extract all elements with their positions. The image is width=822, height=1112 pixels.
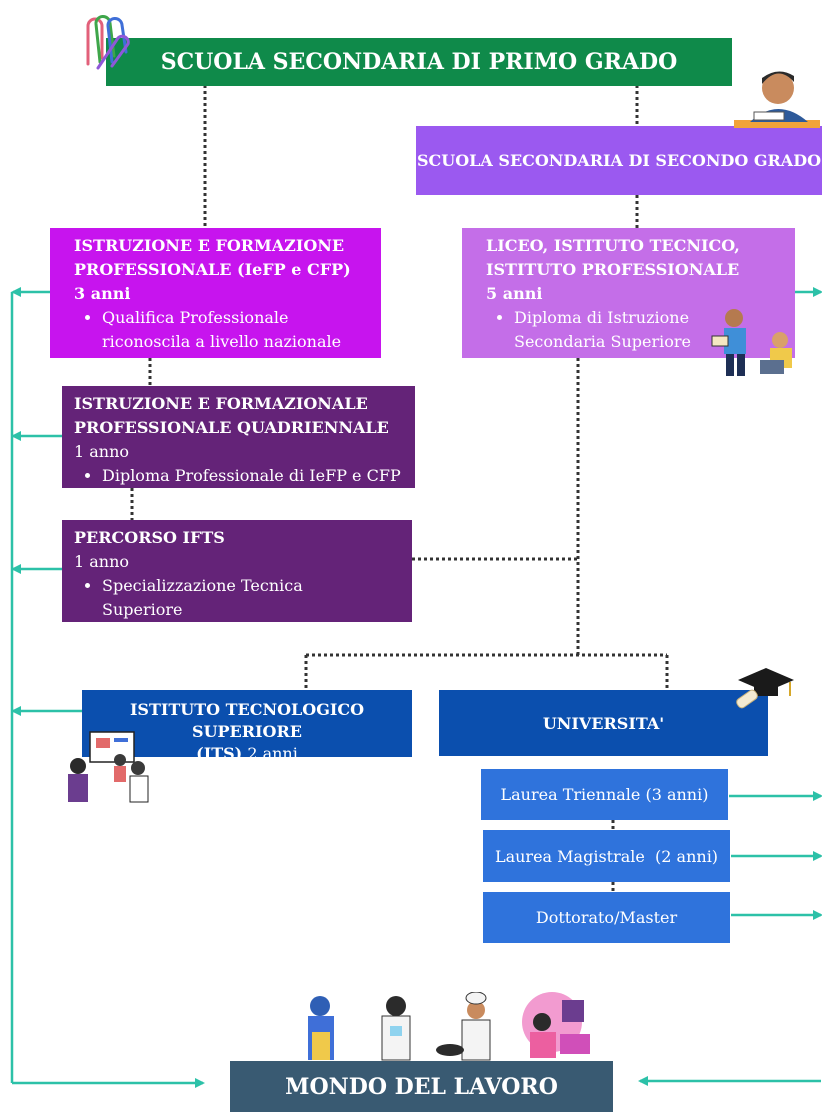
students-studying-icon <box>711 309 792 376</box>
iefp-bullet-line1: Qualifica Professionale <box>102 308 289 327</box>
dottorato-box: Dottorato/Master <box>483 892 730 943</box>
iefp-bullet: Qualifica Professionale riconoscila a li… <box>102 306 371 354</box>
liceo-box: LICEO, ISTITUTO TECNICO, ISTITUTO PROFES… <box>462 228 795 358</box>
laurea-triennale-box: Laurea Triennale (3 anni) <box>481 769 728 820</box>
liceo-bullet-line2: Secondaria Superiore <box>514 332 691 351</box>
iefp-title-line1: ISTRUZIONE E FORMAZIONE <box>74 236 345 255</box>
quadriennale-box: ISTRUZIONE E FORMAZIONALE PROFESSIONALE … <box>62 386 415 488</box>
ifts-box: PERCORSO IFTS 1 anno Specializzazione Te… <box>62 520 412 622</box>
mondo-lavoro-title: MONDO DEL LAVORO <box>285 1073 558 1100</box>
quadriennale-title-line1: ISTRUZIONE E FORMAZIONALE <box>74 394 368 413</box>
secondo-grado-box: SCUOLA SECONDARIA DI SECONDO GRADO <box>416 126 822 195</box>
its-box: ISTITUTO TECNOLOGICO SUPERIORE (ITS) 2 a… <box>82 690 412 763</box>
its-title-line1: ISTITUTO TECNOLOGICO SUPERIORE <box>129 700 365 741</box>
ifts-bullet-line2: Superiore <box>102 600 183 619</box>
liceo-title-line2: ISTITUTO PROFESSIONALE <box>486 260 740 279</box>
student-writing-icon <box>734 71 820 128</box>
iefp-box: ISTRUZIONE E FORMAZIONE PROFESSIONALE (I… <box>50 228 381 358</box>
liceo-title-line1: LICEO, ISTITUTO TECNICO, <box>486 236 740 255</box>
its-duration: 2 anni <box>242 744 298 763</box>
quadriennale-title-line2: PROFESSIONALE QUADRIENNALE <box>74 418 389 437</box>
graduation-cap-icon <box>736 668 794 709</box>
ifts-duration: 1 anno <box>74 552 130 571</box>
quadriennale-duration: 1 anno <box>74 442 130 461</box>
laurea-triennale-label: Laurea Triennale (3 anni) <box>500 785 709 804</box>
mondo-lavoro-box: MONDO DEL LAVORO <box>230 1061 613 1112</box>
paperclips-icon <box>86 15 130 70</box>
iefp-bullet-line2: riconoscila a livello nazionale <box>102 332 342 351</box>
workers-icon <box>308 992 590 1061</box>
primo-grado-title: SCUOLA SECONDARIA DI PRIMO GRADO <box>160 49 678 75</box>
quadriennale-bullet: Diploma Professionale di IeFP e CFP <box>102 464 405 488</box>
iefp-duration: 3 anni <box>74 284 131 303</box>
its-title-line2: (ITS) 2 anni <box>82 743 412 765</box>
liceo-duration: 5 anni <box>486 284 543 303</box>
secondo-grado-title: SCUOLA SECONDARIA DI SECONDO GRADO <box>416 151 822 170</box>
primo-grado-box: SCUOLA SECONDARIA DI PRIMO GRADO <box>106 38 732 86</box>
liceo-bullet: Diploma di Istruzione Secondaria Superio… <box>514 306 785 354</box>
liceo-bullet-line1: Diploma di Istruzione <box>514 308 690 327</box>
presentation-icon <box>68 731 149 803</box>
ifts-bullet-line1: Specializzazione Tecnica <box>102 576 303 595</box>
laurea-magistrale-box: Laurea Magistrale (2 anni) <box>483 830 730 882</box>
universita-title: UNIVERSITA' <box>542 713 665 733</box>
laurea-magistrale-label: Laurea Magistrale (2 anni) <box>494 846 719 866</box>
dottorato-label: Dottorato/Master <box>535 908 678 927</box>
iefp-title-line2: PROFESSIONALE (IeFP e CFP) <box>74 260 351 279</box>
ifts-bullet: Specializzazione Tecnica Superiore <box>102 574 402 622</box>
its-acronym: (ITS) <box>196 744 243 763</box>
ifts-title: PERCORSO IFTS <box>74 528 225 547</box>
universita-box: UNIVERSITA' <box>439 690 768 756</box>
